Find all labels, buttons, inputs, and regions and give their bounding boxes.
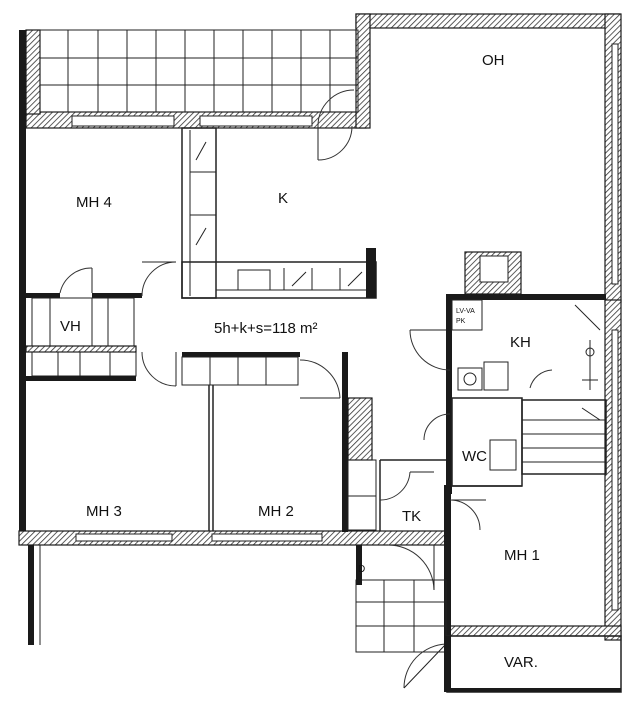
- windows: [75, 43, 619, 611]
- bottom-storage: [28, 545, 622, 693]
- room-label-var: VAR.: [504, 654, 538, 671]
- fixture-label-pk: PK: [456, 318, 466, 325]
- room-label-vh: VH: [60, 318, 81, 335]
- fixture-label-lv-va: LV-VA: [456, 308, 475, 315]
- area-summary: 5h+k+s=118 m²: [214, 320, 318, 337]
- fixture-label-d: D: [358, 564, 365, 575]
- room-label-mh4: MH 4: [76, 194, 112, 211]
- top-balcony: [25, 29, 359, 161]
- room-label-k: K: [278, 190, 288, 207]
- kitchen-cabinets: [181, 127, 377, 299]
- room-label-oh: OH: [482, 52, 505, 69]
- room-label-mh3: MH 3: [86, 503, 122, 520]
- room-label-kh: KH: [510, 334, 531, 351]
- interior-walls: [25, 251, 607, 591]
- room-label-mh1: MH 1: [504, 547, 540, 564]
- room-label-wc: WC: [462, 448, 487, 465]
- room-label-tk: TK: [402, 508, 421, 525]
- room-label-mh2: MH 2: [258, 503, 294, 520]
